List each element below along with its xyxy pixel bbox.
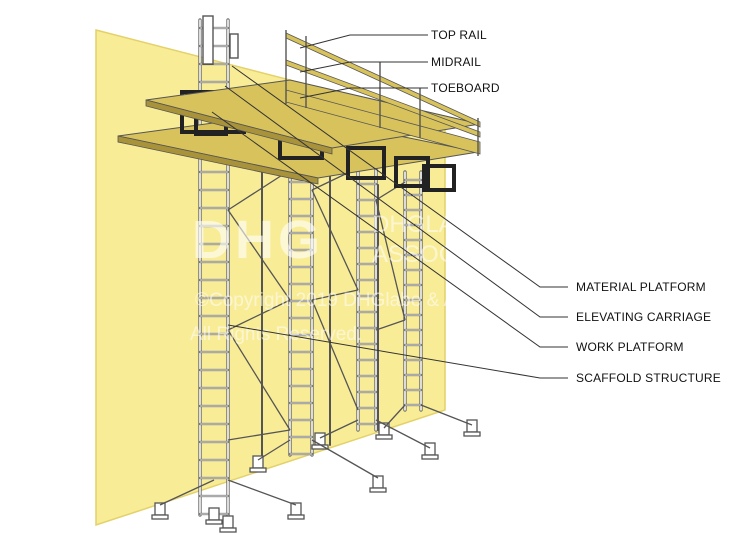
base-plate: [249, 467, 267, 473]
base-jack: [222, 515, 234, 529]
base-plate: [463, 431, 481, 437]
label-material-platform: MATERIAL PLATFORM: [576, 280, 706, 294]
carriage-frame: [394, 156, 430, 188]
outrigger-leg: [319, 419, 359, 439]
base-plate: [287, 514, 305, 520]
watermark-company-line2: ASSOCIATES: [372, 241, 524, 268]
mast-tops: [202, 15, 239, 65]
base-plate: [369, 487, 387, 493]
base-jack: [208, 507, 220, 521]
watermark-copyright: ©Copyright 2019 DHGlabe & Associates.: [195, 290, 541, 311]
leader-work-platform: [211, 111, 568, 348]
tower-frame: [198, 18, 230, 517]
brace-tube: [227, 329, 291, 431]
leader-material-platform: [231, 65, 568, 288]
watermark: DHG DHGLABE & ASSOCIATES ©Copyright 2019…: [190, 210, 541, 345]
brace-tube: [227, 209, 291, 301]
leader-top-rail: [299, 34, 428, 49]
outrigger-leg: [257, 439, 291, 461]
outrigger-leg: [159, 479, 215, 506]
outrigger-supports: [151, 404, 481, 533]
label-toeboard: TOEBOARD: [431, 81, 500, 95]
label-work-platform: WORK PLATFORM: [576, 340, 684, 354]
base-jack: [424, 442, 436, 456]
base-plate: [205, 519, 223, 525]
brace-tube: [227, 429, 291, 441]
leader-midrail: [299, 61, 428, 73]
tower-frame: [288, 138, 314, 457]
brace-tube: [311, 289, 359, 301]
watermark-logo: DHG: [192, 210, 324, 270]
guardrail: [285, 30, 481, 156]
brace-tube: [311, 299, 359, 411]
brace-tube: [227, 299, 291, 331]
brace-tube: [375, 199, 406, 321]
brace-tube: [375, 319, 406, 331]
callout-labels: TOP RAIL MIDRAIL TOEBOARD MATERIAL PLATF…: [431, 28, 721, 385]
label-scaffold-structure: SCAFFOLD STRUCTURE: [576, 371, 721, 385]
tower-frame: [356, 158, 378, 432]
outrigger-leg: [227, 479, 297, 506]
base-plate: [375, 434, 393, 440]
label-top-rail: TOP RAIL: [431, 28, 487, 42]
base-plate: [151, 514, 169, 520]
leader-elevating-carriage: [224, 85, 568, 318]
watermark-rights: All Rights Reserved.: [190, 324, 362, 345]
base-jack: [466, 419, 478, 433]
outrigger-leg: [311, 439, 379, 479]
leader-scaffold-structure: [227, 324, 568, 379]
outrigger-leg: [375, 419, 431, 449]
leader-toeboard: [299, 87, 428, 99]
carriage-frame: [422, 164, 456, 192]
outrigger-leg: [420, 404, 473, 426]
brace-tube: [311, 189, 359, 291]
base-plate: [219, 527, 237, 533]
base-plate: [421, 454, 439, 460]
label-midrail: MIDRAIL: [431, 55, 481, 69]
brace-tube: [227, 169, 291, 211]
leader-lines: [211, 34, 568, 379]
outrigger-leg: [383, 404, 406, 429]
carriage-frame: [346, 146, 386, 180]
watermark-company-line1: DHGLABE &: [372, 211, 509, 238]
tower-frame: [403, 170, 423, 412]
label-elevating-carriage: ELEVATING CARRIAGE: [576, 310, 711, 324]
scaffold-towers: [198, 18, 423, 517]
